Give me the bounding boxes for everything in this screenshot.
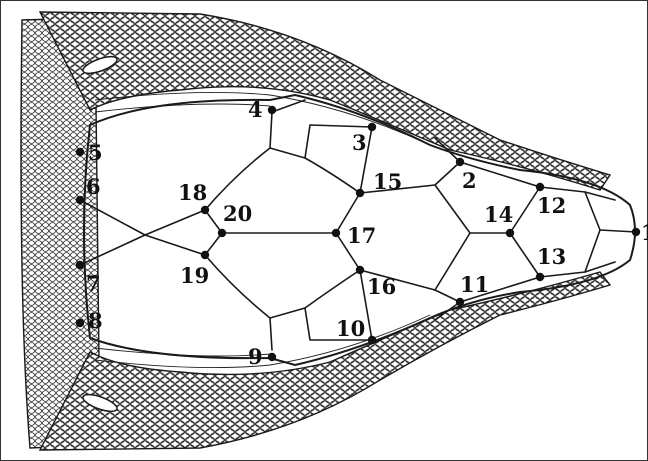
landmark-14-label: 14 xyxy=(484,202,513,227)
landmark-5-dot xyxy=(76,148,84,156)
landmark-2-dot xyxy=(456,158,464,166)
landmark-14-dot xyxy=(506,229,514,237)
landmark-6-dot xyxy=(76,196,84,204)
landmark-20-dot xyxy=(218,229,226,237)
landmark-11-label: 11 xyxy=(460,272,489,297)
landmark-4-dot xyxy=(268,106,276,114)
landmark-1-dot xyxy=(632,228,640,236)
landmark-8-label: 8 xyxy=(88,308,103,333)
landmark-6-label: 6 xyxy=(86,174,101,199)
landmark-8-dot xyxy=(76,319,84,327)
landmark-19-dot xyxy=(201,251,209,259)
landmark-17-dot xyxy=(332,229,340,237)
landmark-7-label: 7 xyxy=(86,271,101,296)
landmark-20-label: 20 xyxy=(223,201,252,226)
landmark-9-label: 9 xyxy=(248,344,263,369)
landmark-11-dot xyxy=(456,298,464,306)
landmark-7-dot xyxy=(76,261,84,269)
landmark-15-label: 15 xyxy=(373,169,402,194)
landmark-2-label: 2 xyxy=(462,168,477,193)
landmark-3-dot xyxy=(368,123,376,131)
landmark-5-label: 5 xyxy=(88,140,103,165)
landmark-10-label: 10 xyxy=(336,316,365,341)
landmark-9-dot xyxy=(268,353,276,361)
landmark-12-dot xyxy=(536,183,544,191)
landmark-3-label: 3 xyxy=(352,130,367,155)
landmark-17-label: 17 xyxy=(347,223,376,248)
landmark-15-dot xyxy=(356,189,364,197)
landmark-1-label: 1 xyxy=(641,220,648,245)
landmark-12-label: 12 xyxy=(537,193,566,218)
landmark-18-dot xyxy=(201,206,209,214)
landmark-13-label: 13 xyxy=(537,244,566,269)
landmark-16-label: 16 xyxy=(367,274,396,299)
landmark-13-dot xyxy=(536,273,544,281)
landmark-19-label: 19 xyxy=(180,263,209,288)
landmark-16-dot xyxy=(356,266,364,274)
landmark-18-label: 18 xyxy=(178,180,207,205)
landmark-4-label: 4 xyxy=(248,97,263,122)
landmark-10-dot xyxy=(368,336,376,344)
